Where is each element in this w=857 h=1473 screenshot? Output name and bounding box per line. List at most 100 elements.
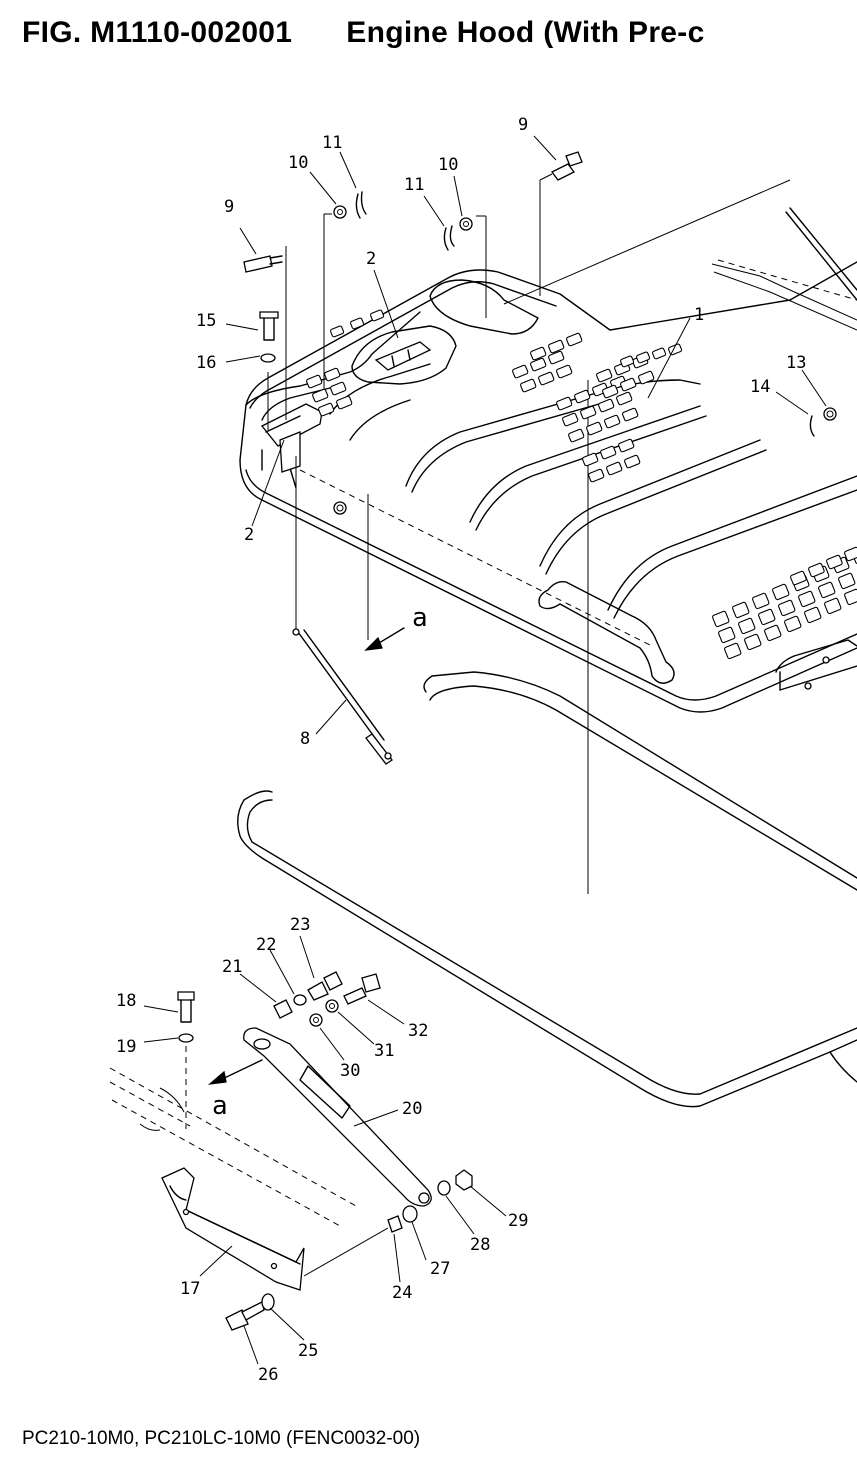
vent-slot xyxy=(530,357,547,372)
callout-10-left: 10 xyxy=(288,153,308,173)
callout-26: 26 xyxy=(258,1365,278,1385)
vent-slot xyxy=(330,325,345,338)
leader-lines xyxy=(143,135,827,1365)
view-arrow-upper xyxy=(364,627,405,651)
vent-slot xyxy=(718,626,736,644)
callout-8: 8 xyxy=(300,729,310,749)
vent-slot xyxy=(778,599,796,617)
vent-slot xyxy=(616,391,633,406)
vent-slot xyxy=(330,381,347,396)
vent-slot xyxy=(772,583,790,601)
vent-slot xyxy=(598,398,615,413)
vent-slot xyxy=(838,572,856,590)
callout-1: 1 xyxy=(694,305,704,325)
callout-18: 18 xyxy=(116,991,136,1011)
callout-labels: 1 2 2 8 9 9 10 10 11 11 13 14 15 16 17 1… xyxy=(116,115,806,1385)
vent-slot xyxy=(824,597,842,615)
vent-slot xyxy=(732,601,750,619)
vent-slot xyxy=(652,347,667,360)
callout-14: 14 xyxy=(750,377,770,397)
callout-20: 20 xyxy=(402,1099,422,1119)
vent-slot xyxy=(324,367,341,382)
callout-2-lower: 2 xyxy=(244,525,254,545)
vent-slot xyxy=(556,396,573,411)
vent-slot xyxy=(620,355,635,368)
callout-11-right: 11 xyxy=(404,175,424,195)
vent-slot xyxy=(620,377,637,392)
callout-27: 27 xyxy=(430,1259,450,1279)
vent-slot xyxy=(738,617,756,635)
callout-9-right: 9 xyxy=(518,115,528,135)
figure-caption: Engine Hood (With Pre-c xyxy=(346,16,705,49)
vent-slot xyxy=(548,350,565,365)
callout-24: 24 xyxy=(392,1283,412,1303)
seal-frame-drawing xyxy=(237,671,857,1108)
callout-16: 16 xyxy=(196,353,216,373)
vent-slot xyxy=(562,412,579,427)
vent-slot xyxy=(530,346,547,361)
vent-slot xyxy=(596,368,613,383)
footer-models: PC210-10M0, PC210LC-10M0 (FENC0032-00) xyxy=(22,1428,421,1449)
vent-slot xyxy=(624,454,641,469)
vent-slot xyxy=(638,370,655,385)
callout-25: 25 xyxy=(298,1341,318,1361)
gas-spring-drawing xyxy=(292,628,393,765)
vent-slot xyxy=(336,395,353,410)
view-marker-lower: a xyxy=(212,1091,228,1121)
vent-slot xyxy=(312,388,329,403)
vent-slot xyxy=(826,554,843,570)
vent-slot xyxy=(808,562,825,578)
vent-slot xyxy=(318,402,335,417)
vent-slot xyxy=(724,642,742,660)
vent-slot xyxy=(604,414,621,429)
vent-slot xyxy=(568,428,585,443)
callout-11-left: 11 xyxy=(322,133,342,153)
callout-21: 21 xyxy=(222,957,242,977)
vent-slot xyxy=(668,343,683,356)
vent-slot xyxy=(636,351,651,364)
vent-slot xyxy=(588,468,605,483)
vent-slot xyxy=(520,378,537,393)
vent-slot xyxy=(622,407,639,422)
callout-2-upper: 2 xyxy=(366,249,376,269)
vent-slot xyxy=(602,384,619,399)
vent-slot xyxy=(758,608,776,626)
engine-hood-drawing xyxy=(239,173,857,894)
bracket-assembly-drawing xyxy=(109,971,473,1331)
callout-10-right: 10 xyxy=(438,155,458,175)
vent-slot xyxy=(790,570,807,586)
callout-23: 23 xyxy=(290,915,310,935)
vent-slot xyxy=(744,633,762,651)
callout-17: 17 xyxy=(180,1279,200,1299)
vent-slot xyxy=(618,438,635,453)
callout-31: 31 xyxy=(374,1041,394,1061)
vent-slot xyxy=(538,371,555,386)
vent-slot xyxy=(350,317,365,330)
callout-22: 22 xyxy=(256,935,276,955)
vent-slot xyxy=(580,405,597,420)
vent-slot xyxy=(798,590,816,608)
callout-19: 19 xyxy=(116,1037,136,1057)
vent-slot xyxy=(566,332,583,347)
fasteners-top xyxy=(243,151,857,437)
callout-15: 15 xyxy=(196,311,216,331)
vent-slot xyxy=(752,592,770,610)
vent-slot xyxy=(818,581,836,599)
vent-slot xyxy=(556,364,573,379)
vent-slot xyxy=(574,389,591,404)
vent-slot xyxy=(548,339,565,354)
vent-slot xyxy=(784,615,802,633)
hood-vent-pattern xyxy=(306,309,857,660)
callout-28: 28 xyxy=(470,1235,490,1255)
callout-30: 30 xyxy=(340,1061,360,1081)
vent-slot xyxy=(370,309,385,322)
figure-number: FIG. M1110-002001 xyxy=(22,16,293,49)
vent-slot xyxy=(764,624,782,642)
view-marker-upper: a xyxy=(412,603,428,633)
callout-13: 13 xyxy=(786,353,806,373)
callout-29: 29 xyxy=(508,1211,528,1231)
vent-slot xyxy=(600,445,617,460)
figure-title: FIG. M1110-002001 Engine Hood (With Pre-c xyxy=(22,16,705,50)
vent-slot xyxy=(306,374,323,389)
